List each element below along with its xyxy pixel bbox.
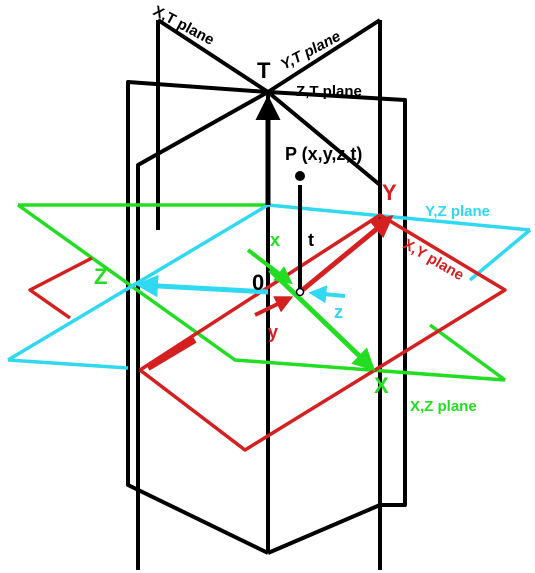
yz-plane-label: Y,Z plane bbox=[425, 203, 490, 220]
xz-plane-label: X,Z plane bbox=[410, 398, 477, 415]
z-axis-label: Z bbox=[94, 264, 107, 289]
y-vector bbox=[254, 296, 294, 317]
x-vector-label: x bbox=[270, 230, 280, 250]
xt-plane-label: X,T plane bbox=[150, 3, 217, 49]
z-vector-label: z bbox=[334, 302, 343, 322]
origin-label: 0 bbox=[252, 270, 264, 295]
xz-plane bbox=[16, 203, 507, 382]
point-p-label: P (x,y,z,t) bbox=[285, 144, 362, 164]
point-p bbox=[295, 171, 305, 181]
y-axis-label: Y bbox=[382, 180, 397, 205]
t-axis-label: T bbox=[257, 58, 271, 83]
origin-point bbox=[295, 287, 305, 297]
y-axis-arrow bbox=[298, 215, 394, 294]
y-vector-label: y bbox=[268, 322, 278, 342]
z-vector bbox=[308, 285, 346, 304]
x-axis-arrow bbox=[268, 268, 376, 372]
z-axis-arrow bbox=[135, 274, 269, 298]
zt-plane bbox=[267, 90, 407, 507]
x-axis-label: X bbox=[374, 373, 389, 398]
x-vector bbox=[246, 248, 293, 285]
zt-plane-label: Z,T plane bbox=[296, 83, 362, 100]
t-vector-label: t bbox=[308, 230, 314, 250]
t-plane-front-left bbox=[126, 80, 269, 570]
